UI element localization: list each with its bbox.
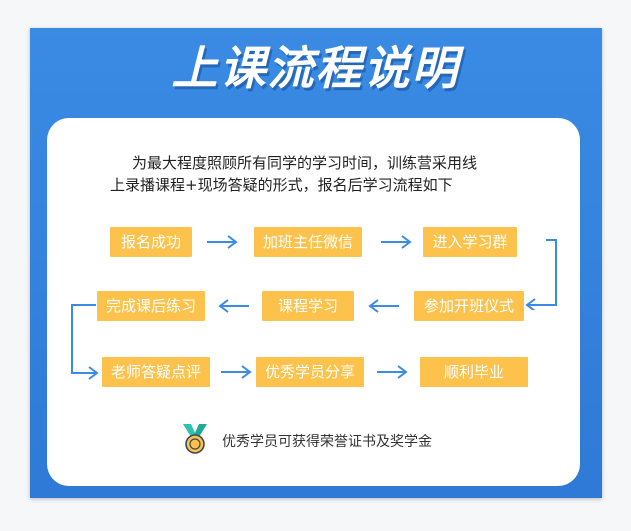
arrow-left-icon bbox=[368, 299, 400, 313]
step-opening-ceremony: 参加开班仪式 bbox=[414, 291, 524, 321]
intro-text: 为最大程度照顾所有同学的学习时间，训练营采用线 上录播课程+现场答疑的形式，报名… bbox=[110, 152, 550, 196]
step-teacher-qa: 老师答疑点评 bbox=[102, 357, 210, 387]
connector-right bbox=[525, 239, 557, 310]
step-course-study: 课程学习 bbox=[262, 291, 354, 321]
step-add-teacher-wechat: 加班主任微信 bbox=[254, 227, 362, 257]
footer-note: 优秀学员可获得荣誉证书及奖学金 bbox=[180, 423, 432, 459]
arrow-right-icon bbox=[380, 235, 412, 249]
arrow-right-icon bbox=[206, 235, 238, 249]
arrow-right-icon bbox=[376, 365, 408, 379]
connector-left bbox=[71, 304, 99, 380]
arrow-left-icon bbox=[218, 299, 250, 313]
step-sign-up: 报名成功 bbox=[110, 227, 192, 257]
step-student-sharing: 优秀学员分享 bbox=[256, 357, 364, 387]
medal-icon bbox=[180, 423, 210, 459]
arrow-right-icon bbox=[220, 365, 252, 379]
step-graduation: 顺利毕业 bbox=[420, 357, 528, 387]
intro-line-2: 上录播课程+现场答疑的形式，报名后学习流程如下 bbox=[110, 176, 453, 194]
page-title: 上课流程说明 bbox=[171, 41, 460, 95]
step-join-study-group: 进入学习群 bbox=[423, 227, 517, 257]
footer-text: 优秀学员可获得荣誉证书及奖学金 bbox=[222, 434, 432, 450]
intro-line-1: 为最大程度照顾所有同学的学习时间，训练营采用线 bbox=[132, 154, 478, 172]
step-complete-exercises: 完成课后练习 bbox=[97, 291, 205, 321]
